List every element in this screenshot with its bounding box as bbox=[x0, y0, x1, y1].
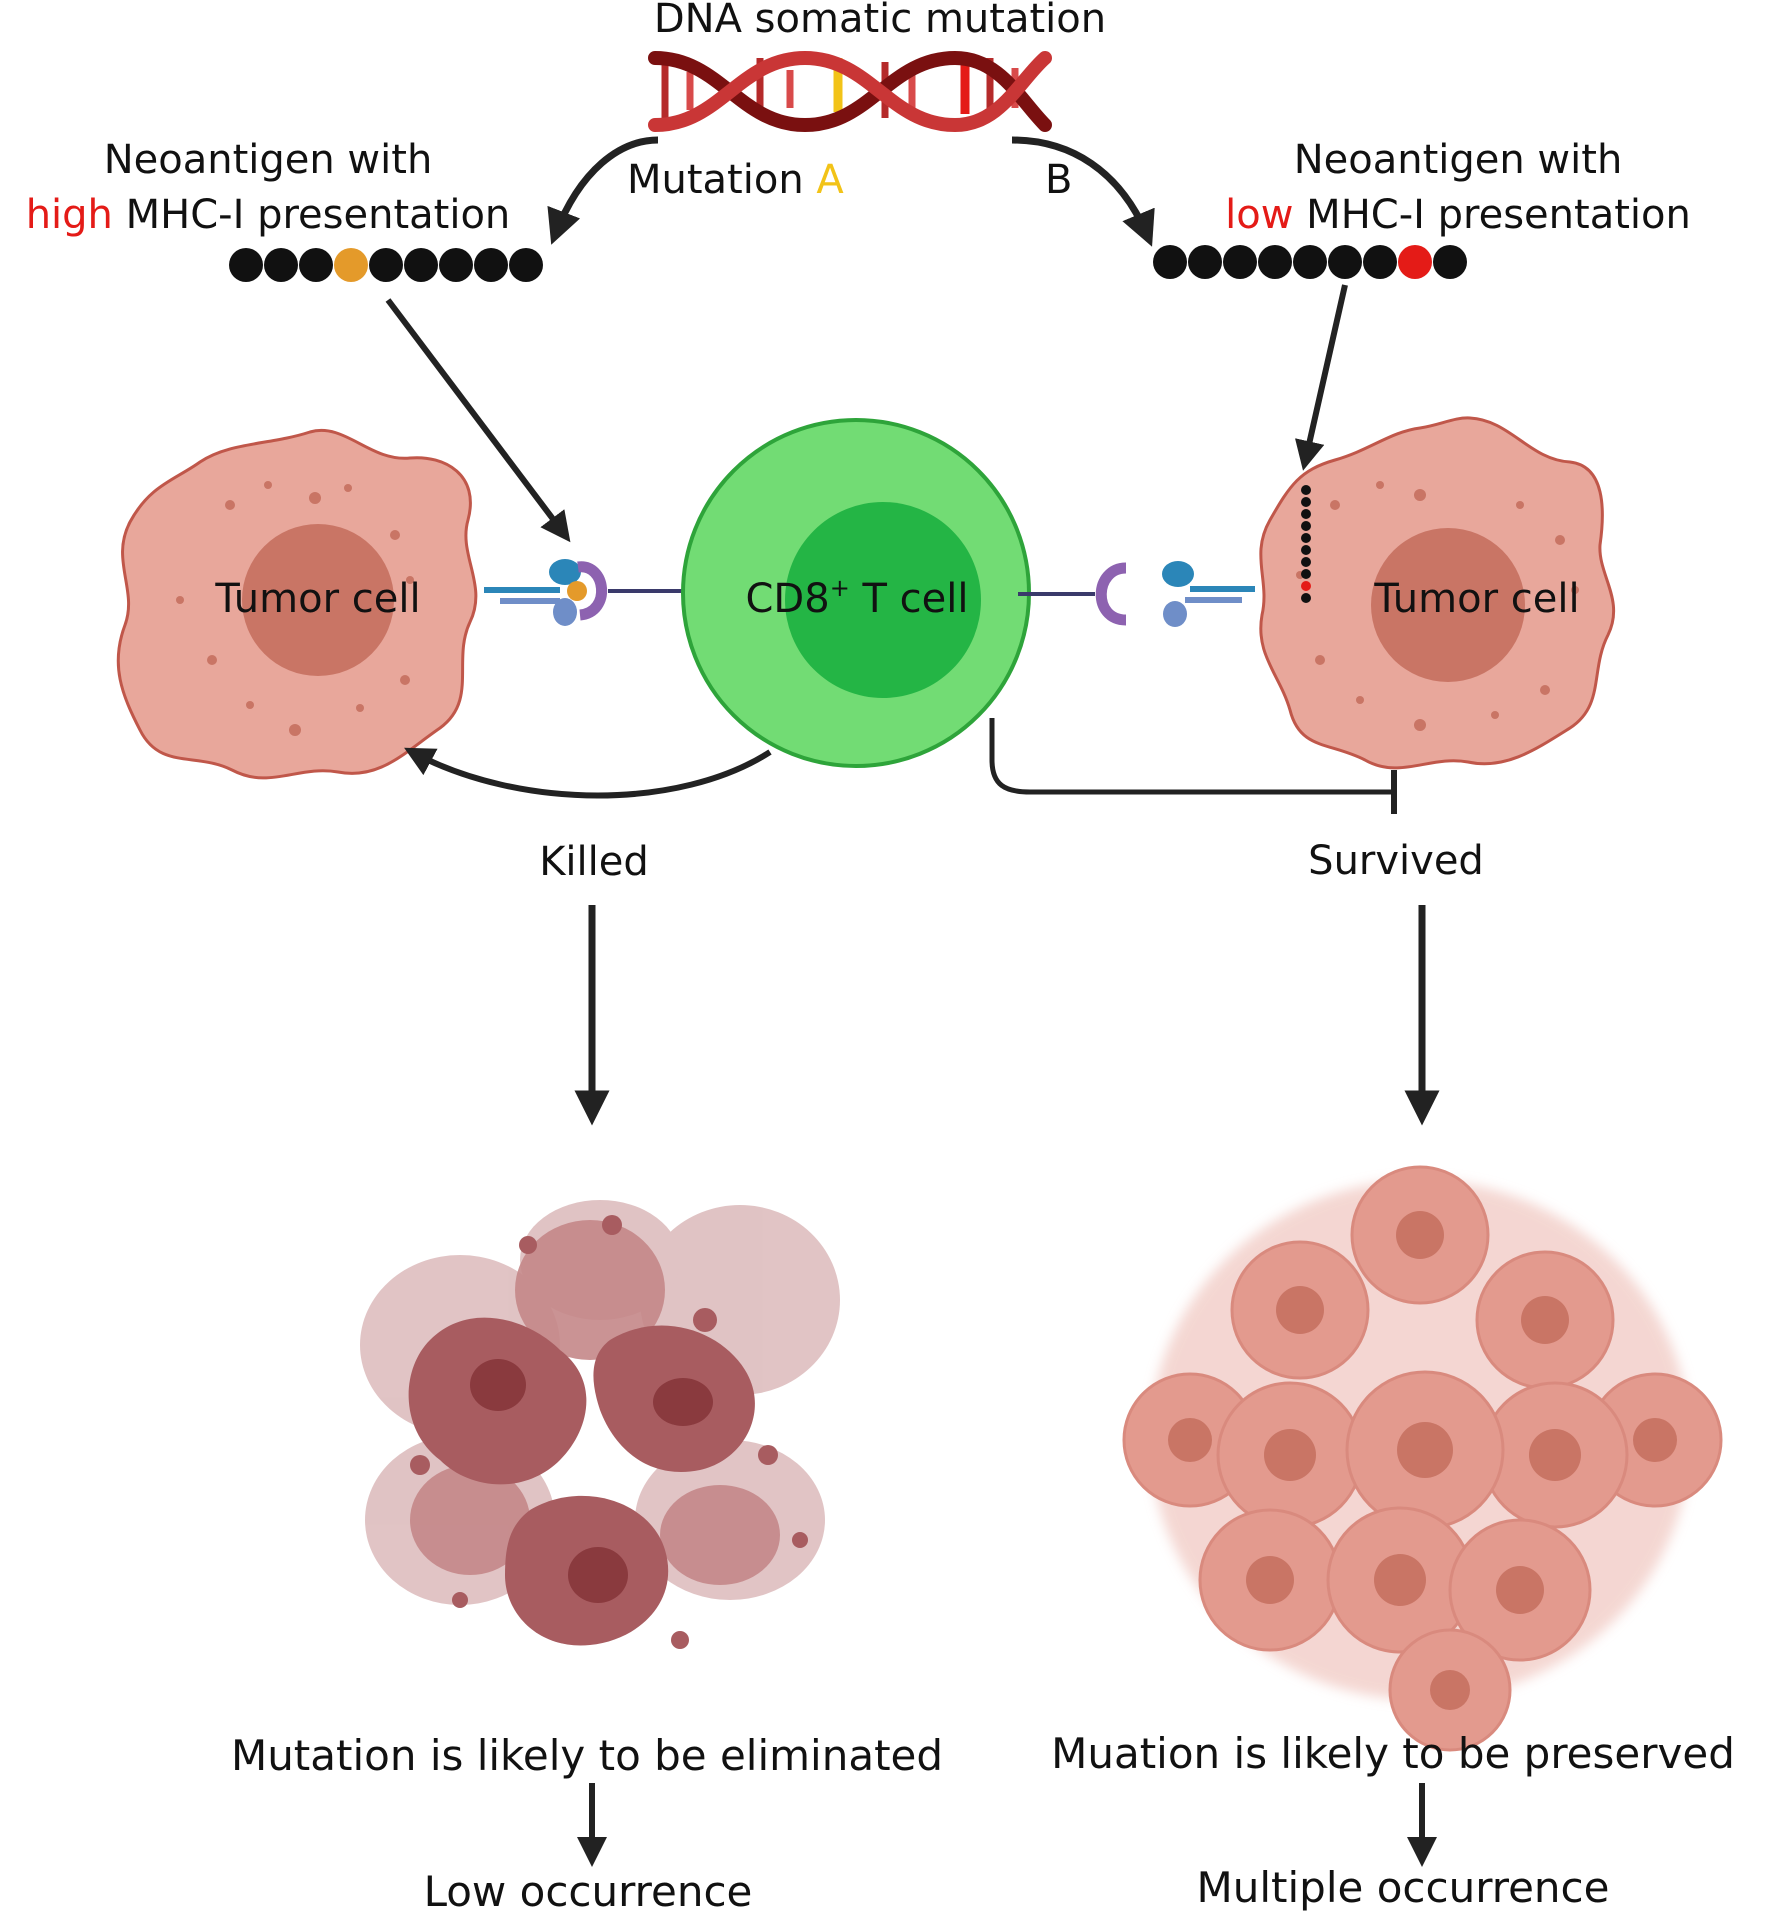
mutation-b-label: B bbox=[1045, 157, 1072, 203]
inhibition-line-right bbox=[989, 718, 1394, 795]
arrow-to-left-neoantigen bbox=[547, 136, 659, 245]
arrow-right-peptide-to-cell bbox=[1294, 284, 1348, 471]
left-neoantigen-heading: Neoantigen with bbox=[104, 137, 433, 183]
survived-label: Survived bbox=[1308, 838, 1484, 884]
left-peptide-chain bbox=[229, 248, 543, 282]
dying-tumor-cluster bbox=[360, 1200, 840, 1649]
mutation-a-label: Mutation A bbox=[627, 157, 844, 203]
dna-title: DNA somatic mutation bbox=[654, 0, 1106, 42]
right-result-text: Muation is likely to be preserved bbox=[1051, 1729, 1735, 1778]
right-neoantigen-subheading: low MHC-I presentation bbox=[1225, 192, 1691, 238]
arrow-to-right-neoantigen bbox=[1011, 136, 1155, 247]
left-tumor-cell bbox=[116, 428, 478, 780]
arrow-left-peptide-to-mhc bbox=[385, 298, 571, 543]
arrow-tcell-kills-left bbox=[404, 747, 772, 799]
left-final-text: Low occurrence bbox=[424, 1867, 753, 1911]
right-tumor-cell-label: Tumor cell bbox=[1373, 576, 1579, 622]
right-peptide-chain bbox=[1153, 245, 1467, 279]
dna-helix-icon bbox=[648, 50, 1052, 133]
right-tumor-cell bbox=[1259, 416, 1616, 770]
right-final-text: Multiple occurrence bbox=[1197, 1863, 1610, 1911]
killed-label: Killed bbox=[539, 839, 649, 885]
right-mhc-tcr-complex bbox=[1018, 561, 1255, 627]
left-mhc-tcr-complex bbox=[484, 559, 690, 626]
left-tumor-cell-label: Tumor cell bbox=[214, 576, 420, 622]
left-result-text: Mutation is likely to be eliminated bbox=[231, 1731, 943, 1780]
t-cell-label: CD8+ T cell bbox=[746, 574, 969, 622]
right-neoantigen-heading: Neoantigen with bbox=[1294, 137, 1623, 183]
growing-tumor-cluster bbox=[1122, 1165, 1723, 1752]
cd8-t-cell bbox=[681, 418, 1031, 768]
left-neoantigen-subheading: high MHC-I presentation bbox=[26, 192, 511, 238]
